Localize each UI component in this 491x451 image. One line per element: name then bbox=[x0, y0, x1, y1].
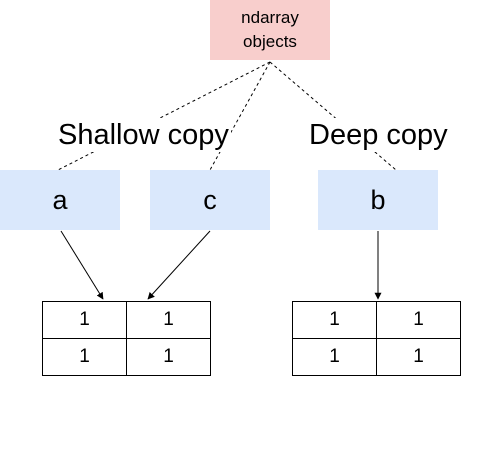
array-row: 1 1 bbox=[292, 301, 461, 339]
array-row: 1 1 bbox=[292, 338, 461, 376]
array-cell: 1 bbox=[376, 301, 461, 339]
dashed-link-root-to-c bbox=[209, 61, 271, 171]
array-cell: 1 bbox=[292, 301, 377, 339]
dashed-link-root-to-b bbox=[269, 61, 397, 171]
array-row: 1 1 bbox=[42, 301, 211, 339]
array-cell: 1 bbox=[292, 338, 377, 376]
variable-c-box: c bbox=[150, 170, 270, 230]
ndarray-objects-label-line2: objects bbox=[243, 32, 297, 51]
ndarray-objects-label-line1: ndarray bbox=[241, 8, 299, 27]
array-row: 1 1 bbox=[42, 338, 211, 376]
array-cell: 1 bbox=[126, 301, 211, 339]
dashed-link-root-to-a bbox=[57, 61, 271, 171]
variable-b-box: b bbox=[318, 170, 438, 230]
copied-array-grid: 1 1 1 1 bbox=[292, 301, 461, 376]
array-cell: 1 bbox=[42, 301, 127, 339]
arrow-c-to-shared-array bbox=[147, 230, 211, 300]
deep-copy-heading: Deep copy bbox=[307, 118, 450, 152]
variable-a-label: a bbox=[52, 184, 68, 215]
variable-b-label: b bbox=[370, 184, 386, 215]
arrow-a-to-shared-array bbox=[60, 230, 104, 300]
shallow-copy-heading: Shallow copy bbox=[56, 118, 231, 152]
shared-array-grid: 1 1 1 1 bbox=[42, 301, 211, 376]
array-cell: 1 bbox=[42, 338, 127, 376]
variable-a-box: a bbox=[0, 170, 120, 230]
ndarray-objects-box: ndarray objects bbox=[210, 0, 330, 60]
array-cell: 1 bbox=[126, 338, 211, 376]
array-cell: 1 bbox=[376, 338, 461, 376]
variable-c-label: c bbox=[203, 184, 217, 215]
